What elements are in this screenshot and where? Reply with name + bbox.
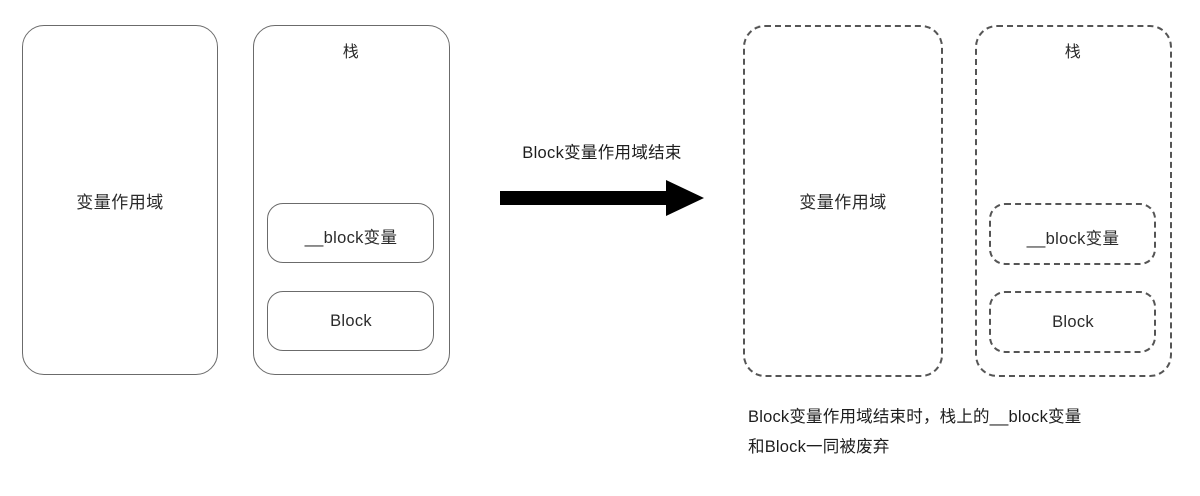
after-caption-line-2: 和Block一同被废弃 xyxy=(748,438,890,456)
transition-label: Block变量作用域结束 xyxy=(522,144,682,162)
before-variable-scope-label: 变量作用域 xyxy=(76,193,164,212)
after-variable-scope-box xyxy=(743,25,943,377)
after-caption-line-1: Block变量作用域结束时，栈上的__block变量 xyxy=(748,408,1082,426)
before-block-variable-label: __block变量 xyxy=(304,229,398,247)
after-block-variable-box xyxy=(989,203,1156,265)
after-variable-scope-label: 变量作用域 xyxy=(799,193,887,212)
right-arrow-icon xyxy=(500,180,704,216)
before-block-variable-box xyxy=(267,203,434,263)
before-variable-scope-box xyxy=(22,25,218,375)
after-block-variable-label: __block变量 xyxy=(1026,230,1120,248)
after-block-box xyxy=(989,291,1156,353)
before-block-box xyxy=(267,291,434,351)
after-block-label: Block xyxy=(1052,313,1094,331)
before-stack-label: 栈 xyxy=(342,44,360,61)
before-block-label: Block xyxy=(330,312,372,330)
after-stack-label: 栈 xyxy=(1064,44,1082,61)
after-caption: Block变量作用域结束时，栈上的__block变量 和Block一同被废弃 xyxy=(748,402,1188,462)
